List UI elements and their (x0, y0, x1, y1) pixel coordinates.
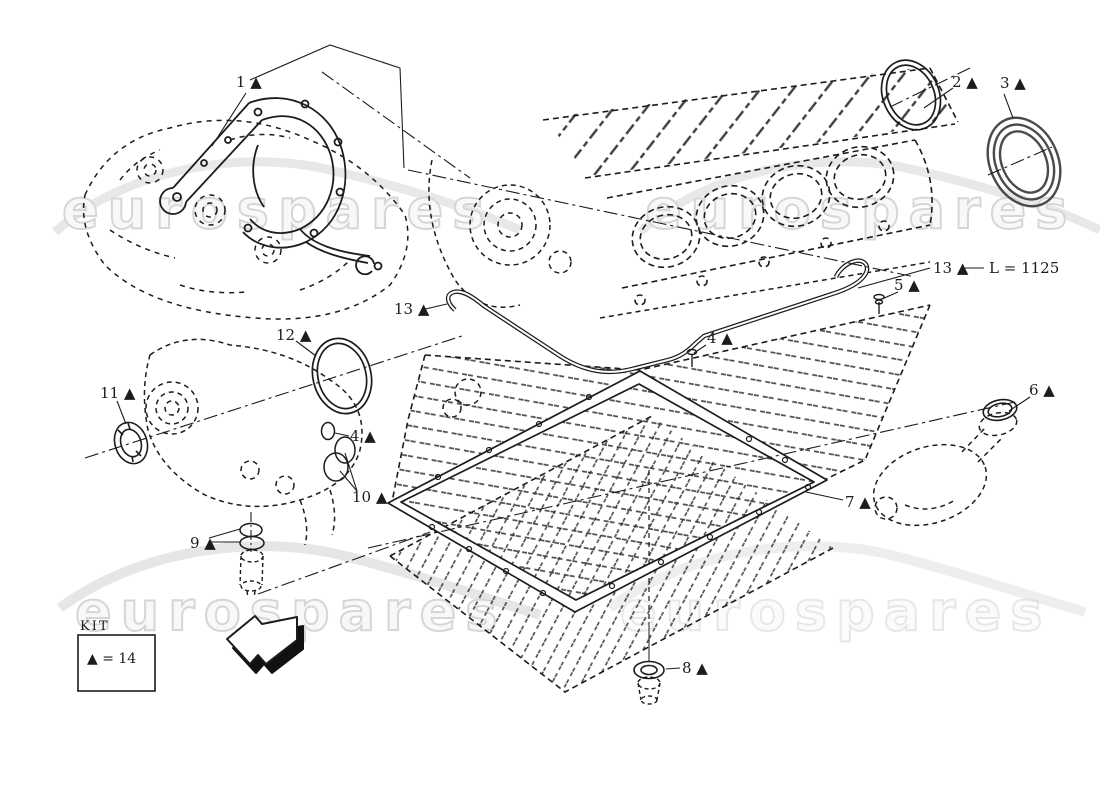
reference-lines (84, 44, 1053, 670)
oil-pipe-part-13 (445, 258, 870, 375)
centerline (889, 67, 971, 108)
leader-part-4-left (334, 432, 350, 437)
o-ring-part-2 (880, 59, 942, 131)
washer-part-8 (633, 622, 665, 680)
oil-pan-drawing (389, 415, 834, 693)
part-label-13-left: 13 ▲ (394, 300, 430, 318)
gasket-parts (113, 59, 1062, 680)
leader-part-12 (295, 340, 317, 357)
part-label-7: 7 ▲ (845, 493, 871, 511)
leader-part-9 (208, 528, 241, 539)
part-label-10: 10 ▲ (352, 488, 388, 506)
part-label-8: 8 ▲ (682, 659, 708, 677)
centerline (987, 146, 1053, 176)
engine-block-valley-drawing (542, 66, 959, 179)
centerline (84, 334, 466, 459)
watermark-text: eurospares (62, 178, 493, 241)
front-cover-drawing (143, 338, 363, 546)
leader-part-7 (805, 491, 844, 501)
drain-plug-part8-drawing (637, 676, 661, 705)
part-label-13-right: 13 ▲ (933, 259, 969, 277)
kit-box-frame (77, 634, 156, 692)
direction-arrow-face (226, 615, 298, 665)
part-label-1: 1 ▲ (236, 73, 262, 91)
watermark-swoosh (52, 157, 522, 236)
centerline (407, 169, 916, 278)
part-label-12: 12 ▲ (276, 326, 312, 344)
part-label-9: 9 ▲ (190, 534, 216, 552)
bolt-part-5 (873, 293, 885, 314)
centerline (257, 531, 431, 595)
oil-pickup-drawing (872, 411, 1018, 527)
part-label-3: 3 ▲ (1000, 74, 1026, 92)
union-part9-drawing (239, 549, 264, 599)
leader-part-2 (923, 87, 954, 109)
part-label-4-left: 4 ▲ (350, 427, 376, 445)
bolt-part-4-center (686, 348, 698, 367)
kit-box: KIT ▲ = 14 (77, 619, 156, 692)
length-note: L = 1125 (989, 259, 1059, 277)
leader-part-6 (1008, 396, 1031, 412)
part-label-5: 5 ▲ (894, 276, 920, 294)
leader-part-1 (211, 92, 247, 147)
leader-part-10 (339, 470, 358, 492)
leader-part-8 (665, 667, 681, 670)
centerline (367, 401, 1016, 549)
kit-box-title: KIT (80, 619, 110, 634)
leader-part-10 (344, 452, 358, 492)
part-label-4-center: 4 ▲ (707, 329, 733, 347)
leader-part-13-left (420, 303, 448, 311)
seal-part-3 (986, 116, 1062, 208)
left-cylinder-head-drawing (82, 119, 409, 320)
leader-part-11 (116, 400, 127, 425)
engine-drawing (82, 66, 1018, 705)
leader-part-13-right (857, 267, 931, 289)
kit-box-equation: ▲ = 14 (87, 651, 136, 667)
o-ring-part-4-left (320, 421, 336, 441)
o-rings-part-10 (323, 436, 356, 482)
leader-part-3 (1003, 93, 1014, 119)
oil-pan-gasket-part-7 (387, 370, 828, 613)
part-labels: 1 ▲ 2 ▲ 3 ▲ 13 ▲ L = 1125 5 ▲ 13 ▲ 4 ▲ 1… (100, 73, 1059, 677)
watermark-layer: eurospares eurospares eurospares eurospa… (52, 157, 1100, 644)
projection-flag-line (249, 44, 405, 169)
centerline (321, 71, 471, 179)
part-label-2: 2 ▲ (952, 73, 978, 91)
engine-block-bores-drawing (606, 139, 933, 306)
watermark-text: eurospares (75, 580, 506, 643)
part-label-11: 11 ▲ (100, 384, 136, 402)
timing-cover-gasket-part-1 (159, 97, 383, 276)
watermark-text: eurospares (645, 178, 1076, 241)
direction-arrow (226, 615, 304, 674)
leader-part-4-center (693, 344, 707, 354)
watermark-swoosh (637, 157, 1100, 236)
leader-part-5 (881, 291, 899, 300)
oil-pan-gasket-holes (428, 393, 812, 597)
part-label-6: 6 ▲ (1029, 381, 1055, 399)
